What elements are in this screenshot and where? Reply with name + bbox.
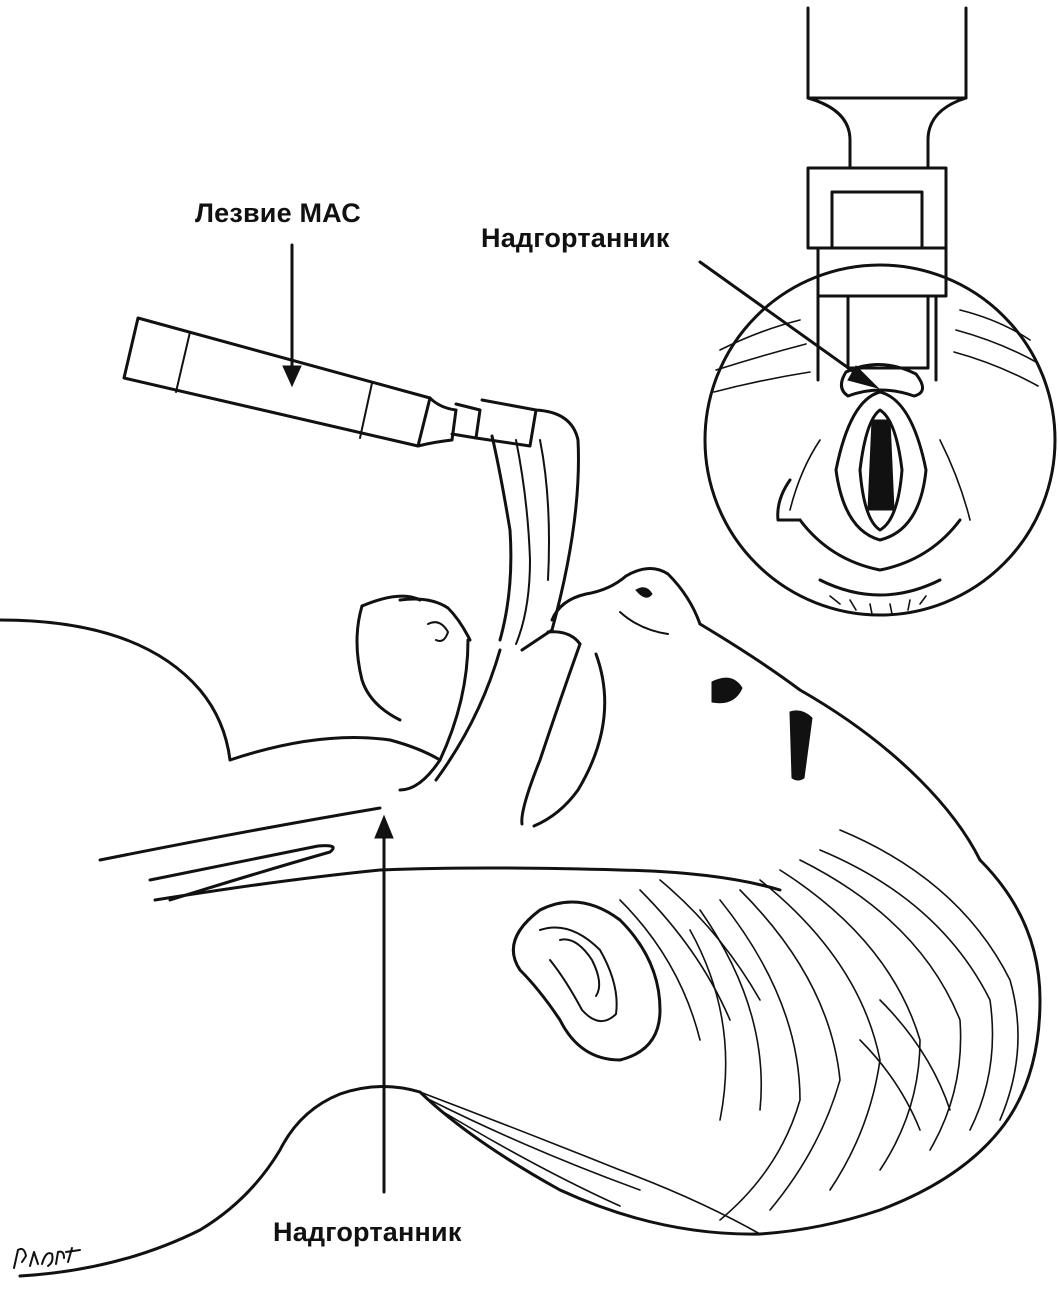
- arrow-blade-icon: [283, 245, 301, 386]
- artist-signature-icon: [14, 1248, 80, 1268]
- hair-strands-icon: [420, 830, 1018, 1234]
- patient-head-icon: [0, 568, 1040, 1276]
- epiglottis-inset-label: Надгортанник: [481, 223, 670, 254]
- blade-label: Лезвие МАС: [195, 198, 361, 229]
- epiglottis-bottom-label: Надгортанник: [273, 1217, 462, 1248]
- arrow-epiglottis-bottom-icon: [375, 816, 393, 1192]
- laryngoscope-blade-icon: [492, 410, 578, 650]
- arrow-epiglottis-inset-icon: [700, 262, 878, 388]
- laryngoscope-handle-icon: [124, 318, 536, 446]
- glottis-inset-view-icon: [705, 8, 1055, 615]
